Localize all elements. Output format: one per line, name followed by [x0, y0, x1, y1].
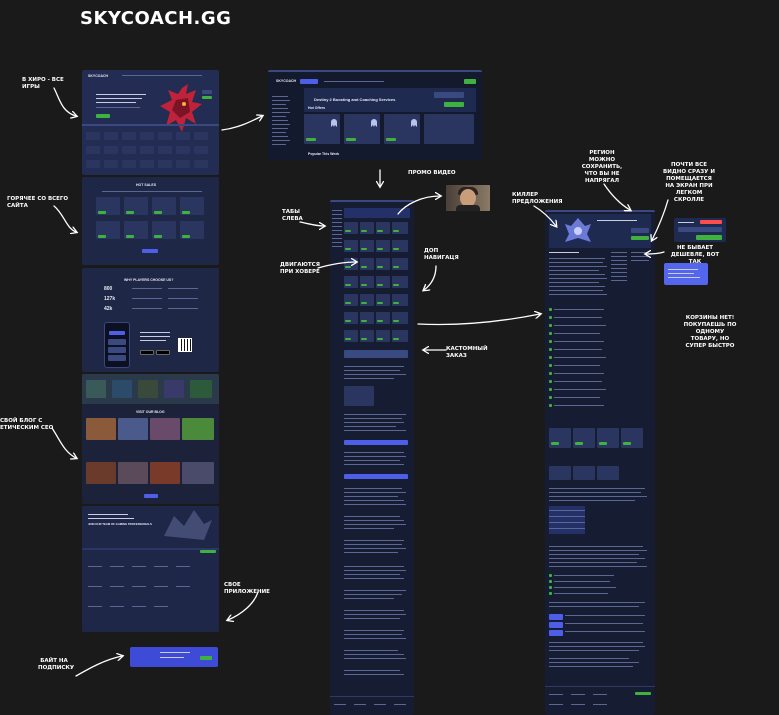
arrow-extra-nav [424, 265, 437, 290]
home-join-footer-screen: JOIN OUR TEAM OF GAMING PROFESSIONALS [82, 506, 219, 632]
annotation-almost-visible: ПОЧТИ ВСЕ ВИДНО СРАЗУ И ПОМЕЩАЕТСЯ НА ЭК… [663, 162, 715, 203]
dragon-silhouette [164, 510, 212, 540]
home-hero-screen: SKYCOACH [82, 70, 219, 175]
hero-cta-button[interactable] [96, 114, 110, 118]
annotation-app: СВОЕ ПРИЛОЖЕНИЕ [224, 582, 270, 595]
app-store-badge[interactable] [140, 350, 154, 355]
cheaper-badge-popout [664, 263, 708, 285]
game-heading: Destiny 2 Boosting and Coaching Services [314, 97, 396, 102]
game-menu-button[interactable] [300, 79, 318, 84]
annotation-hover-move: ДВИГАЮТСЯ ПРИ ХОВЕРЕ [280, 262, 320, 275]
promo-video-thumbnail[interactable] [446, 185, 490, 211]
qr-code [178, 338, 192, 352]
google-play-badge[interactable] [156, 350, 170, 355]
join-heading-line [88, 514, 128, 515]
stat-3: 42k [104, 306, 113, 312]
blog-heading: VISIT OUR BLOG [136, 410, 165, 414]
annotation-cheaper: НЕ БЫВАЕТ ДЕШЕВЛЕ, ВОТ ТАК [670, 245, 720, 265]
home-logo: SKYCOACH [88, 74, 109, 78]
phone-mockup [104, 322, 130, 368]
price-badge [700, 220, 722, 224]
annotation-hot: ГОРЯЧЕЕ СО ВСЕГО САЙТА [7, 196, 69, 209]
subscribe-banner [130, 647, 218, 667]
annotation-tabs-left: ТАБЫ СЛЕВА [282, 209, 303, 222]
popular-label: Popular This Week [308, 152, 340, 156]
page-title: SKYCOACH.GG [80, 8, 232, 29]
annotation-extra-nav: ДОП НАВИГАЦЯ [424, 248, 459, 261]
hot-sales-heading: HOT SALES [136, 183, 157, 187]
home-blog-screen: VISIT OUR BLOG [82, 374, 219, 504]
subscribe-button[interactable] [200, 656, 212, 660]
order-widget-popout [674, 218, 726, 242]
annotation-blog: СВОЙ БЛОГ С ЕТИЧЕСКИМ СЕО [0, 418, 54, 431]
product-list-screen [330, 200, 414, 715]
footer-cta[interactable] [200, 550, 216, 553]
stat-2: 127k [104, 296, 116, 302]
app-heading-line [140, 332, 170, 333]
hero-heading-line [96, 94, 146, 95]
annotation-promo-video: ПРОМО ВИДЕО [408, 170, 456, 176]
annotation-custom-order: КАСТОМНЫЙ ЗАКАЗ [446, 346, 488, 359]
arrow-home-to-game [221, 116, 262, 131]
annotation-subscribe: БАЙТ НА ПОДПИСКУ [38, 658, 75, 671]
arrow-app [228, 591, 259, 620]
game-logo: SKYCOACH [276, 79, 297, 83]
arrow-hero [53, 87, 76, 116]
game-page-screen: SKYCOACH Destiny 2 Boosting and Coaching… [268, 70, 482, 160]
annotation-killer-offer: КИЛЛЕР ПРЕДЛОЖЕНИЯ [512, 192, 563, 205]
home-why-us-screen: WHY PLAYERS CHOOSE US? 800 127k 42k [82, 268, 219, 372]
hot-offers-label: Hot Offers [308, 106, 326, 110]
dragon-illustration [160, 84, 202, 132]
annotation-hero: В ХИРО - ВСЕ ИГРЫ [22, 77, 64, 90]
product-hero-art [565, 218, 591, 242]
annotation-no-cart: КОРЗИНЫ НЕТ! ПОКУПАЕШЬ ПО ОДНОМУ ТОВАРУ,… [683, 315, 737, 349]
product-detail-screen [545, 210, 655, 715]
annotation-region: РЕГИОН МОЖНО СОХРАНИТЬ, ЧТО ВЫ НЕ НАПРЯГ… [581, 150, 623, 184]
arrow-center-to-right [417, 314, 540, 326]
arrow-subscribe [75, 656, 122, 677]
arrow-blog [51, 427, 76, 458]
arrow-region [603, 183, 630, 210]
stat-1: 800 [104, 286, 113, 292]
home-hot-sales-screen: HOT SALES [82, 177, 219, 265]
header-signup-button[interactable] [464, 79, 476, 84]
why-heading: WHY PLAYERS CHOOSE US? [124, 278, 174, 282]
join-heading: JOIN OUR TEAM OF GAMING PROFESSIONALS [88, 522, 152, 526]
buy-now-button[interactable] [696, 235, 722, 240]
